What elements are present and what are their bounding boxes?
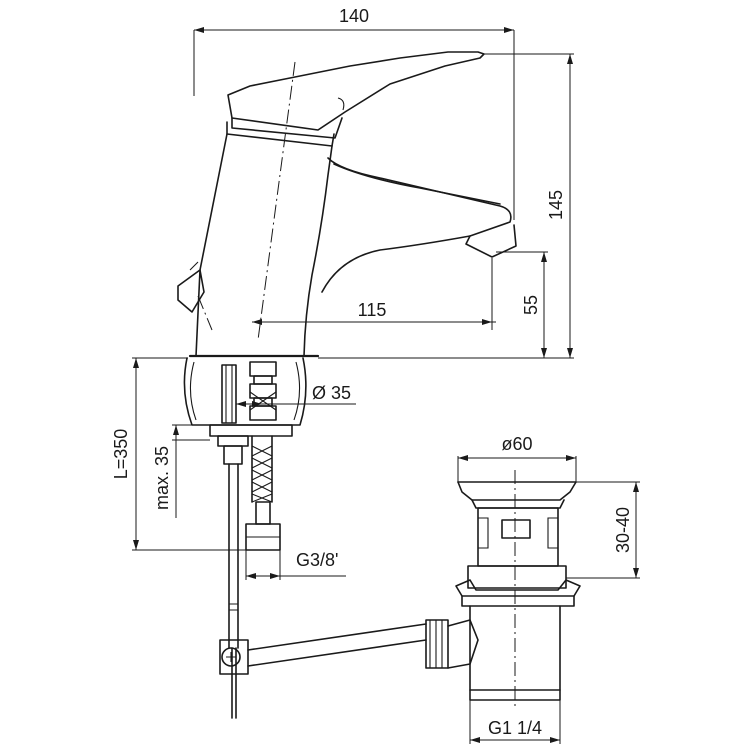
dim-width-total-label: 140 bbox=[339, 6, 369, 26]
countertop-section bbox=[183, 357, 307, 465]
spout bbox=[321, 157, 512, 293]
dim-spout-height-label: 55 bbox=[521, 295, 541, 315]
dim-drain-lift-label: 30-40 bbox=[613, 507, 633, 553]
dim-hose-thread-label: G3/8' bbox=[296, 550, 338, 570]
dim-hose-length-label: L=350 bbox=[111, 429, 131, 480]
braided-hose bbox=[245, 435, 281, 551]
popup-knob bbox=[177, 269, 205, 313]
aerator bbox=[465, 224, 517, 258]
dim-shank-diameter-label: Ø 35 bbox=[312, 383, 351, 403]
popup-linkage bbox=[247, 623, 427, 667]
dim-spout-reach-label: 115 bbox=[358, 300, 387, 320]
popup-drain bbox=[425, 470, 581, 708]
drain-side-nut bbox=[425, 619, 449, 669]
fixing-plate bbox=[209, 424, 293, 437]
popup-lift-rod bbox=[219, 463, 427, 719]
dim-max-thickness-label: max. 35 bbox=[152, 446, 172, 510]
body-outline bbox=[195, 133, 228, 357]
dim-height-total-label: 145 bbox=[546, 190, 566, 220]
faucet-body bbox=[177, 51, 517, 358]
lever-handle bbox=[227, 51, 485, 131]
faucet-centerline bbox=[257, 61, 296, 341]
dim-drain-thread-label: G1 1/4 bbox=[488, 718, 542, 738]
dimension-lines bbox=[132, 27, 640, 744]
dim-drain-diameter-label: ø60 bbox=[501, 434, 532, 454]
cartridge-ring bbox=[226, 121, 335, 147]
